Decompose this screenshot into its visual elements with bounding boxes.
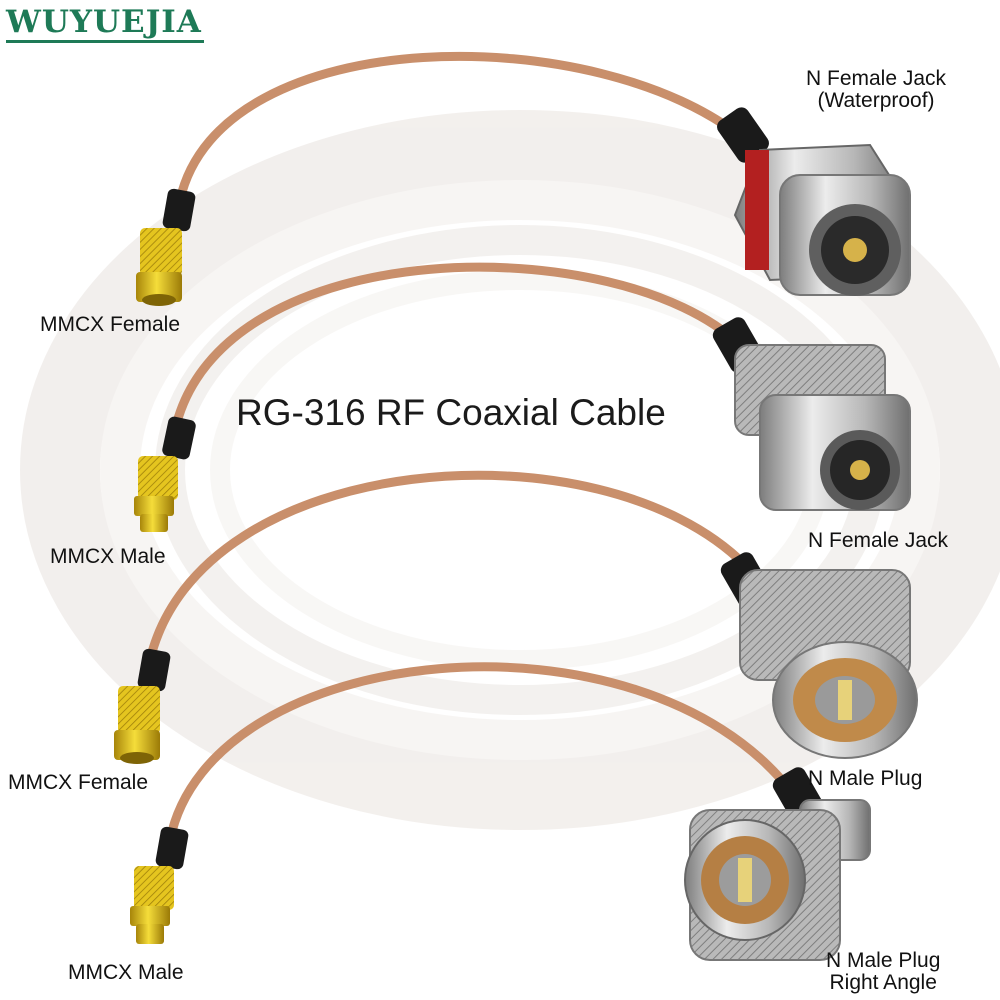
label-mmcx-female-2: MMCX Female [8, 771, 149, 794]
label-n-female-jack: N Female Jack [808, 529, 949, 552]
mmcx-female-connector-2 [114, 648, 171, 764]
label-n-male-plug-right-angle: N Male Plug Right Angle [826, 950, 940, 994]
label-line: Right Angle [829, 971, 937, 994]
cable-1 [175, 51, 750, 205]
cable-3 [145, 470, 750, 665]
label-mmcx-male-2: MMCX Male [68, 961, 184, 984]
label-mmcx-female-1: MMCX Female [40, 313, 181, 336]
mmcx-male-connector-1 [134, 416, 196, 532]
label-n-male-plug: N Male Plug [808, 767, 923, 790]
headline: RG-316 RF Coaxial Cable [236, 392, 666, 433]
cable-4 [165, 662, 795, 845]
brand-logo: WUYUEJIA [6, 4, 204, 43]
label-line: N Male Plug [826, 949, 941, 972]
label-n-female-jack-waterproof: N Female Jack (Waterproof) [806, 68, 946, 112]
label-line: (Waterproof) [817, 89, 935, 112]
label-mmcx-male-1: MMCX Male [50, 545, 166, 568]
label-line: N Female Jack [806, 67, 947, 90]
mmcx-male-connector-2 [130, 826, 189, 944]
n-female-jack-connector [712, 317, 911, 511]
cable-2 [170, 262, 745, 435]
n-male-plug-right-angle-connector [684, 767, 871, 961]
n-female-jack-waterproof-connector [717, 107, 911, 296]
n-male-plug-connector [720, 552, 918, 759]
mmcx-female-connector-1 [136, 188, 196, 306]
